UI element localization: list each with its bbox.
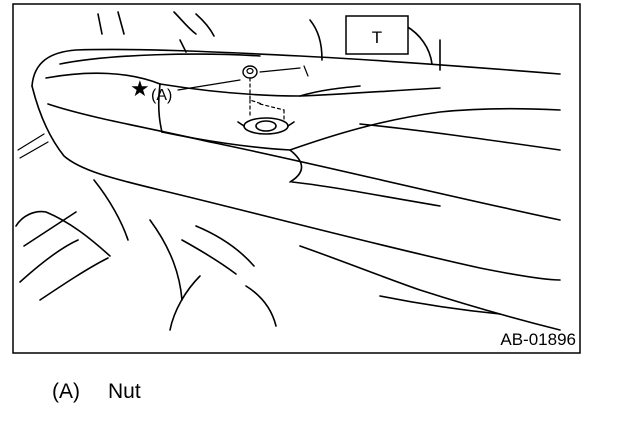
figure-frame <box>12 3 581 354</box>
legend-key: (A) <box>52 380 80 403</box>
callout-star: ★ <box>130 76 150 101</box>
nut-callout: ★ (A) <box>130 65 309 135</box>
view-label-box: T <box>345 15 409 55</box>
view-label: T <box>372 28 382 47</box>
legend: (A) Nut <box>52 380 141 404</box>
nut-icon <box>242 65 258 79</box>
seat-illustration <box>15 11 561 331</box>
hook-bracket-icon <box>237 117 295 135</box>
legend-description: Nut <box>108 380 141 403</box>
figure-id-label: AB-01896 <box>500 330 576 349</box>
callout-label: (A) <box>151 87 172 104</box>
